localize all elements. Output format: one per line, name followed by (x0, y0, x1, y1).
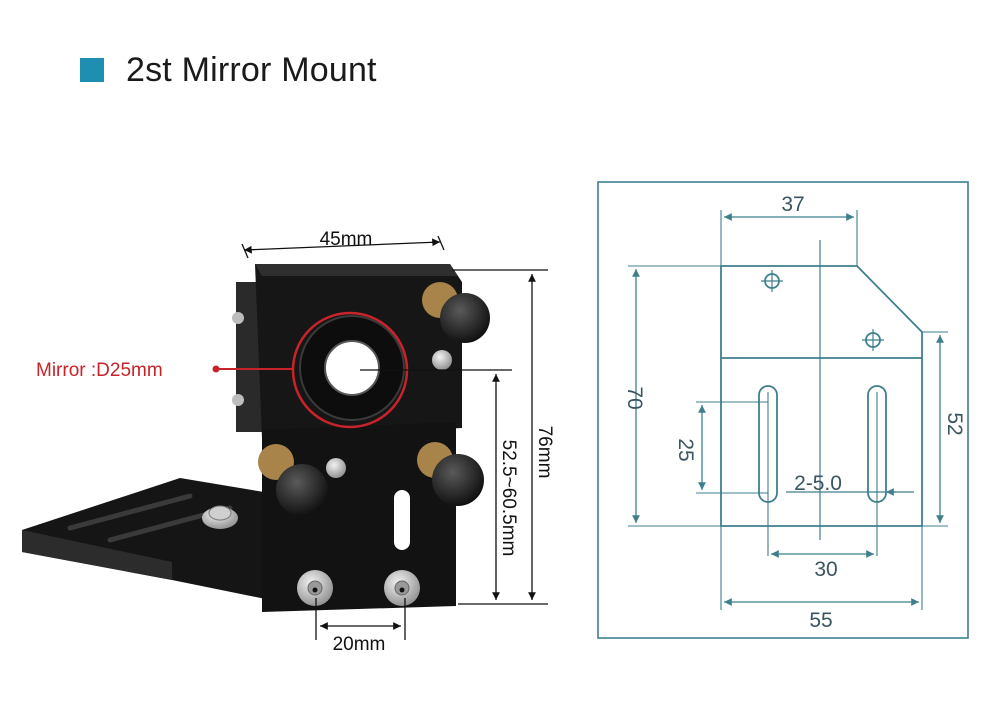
lower-plate-slot (394, 490, 410, 550)
screw-spacing-label: 20mm (333, 634, 386, 655)
width-label: 45mm (320, 229, 373, 250)
title-text: 2st Mirror Mount (126, 50, 377, 89)
mirror-aperture (299, 315, 405, 421)
technical-drawing: 37 70 52 25 2-5.0 30 55 (597, 181, 969, 639)
side-screw-1 (232, 312, 244, 324)
mount-screw-left (297, 570, 333, 606)
side-screw-2 (232, 394, 244, 406)
mount-hole-2 (862, 329, 884, 351)
mirror-label: Mirror :D25mm (36, 360, 163, 381)
base-hex-screw (202, 505, 238, 529)
mount-screw-right (384, 570, 420, 606)
base-plate-edge (22, 530, 172, 580)
mount-hole-1 (761, 270, 783, 292)
width-dim-line (243, 238, 441, 254)
mirror-block-top (255, 264, 458, 276)
hex-screw-1 (432, 350, 452, 370)
adjust-knob-top (422, 282, 490, 343)
slot-spec-label: 2-5.0 (794, 472, 842, 495)
height-label: 76mm (534, 426, 555, 479)
part-outline (720, 265, 923, 527)
mirror-leader-dot (212, 365, 220, 373)
adjust-knob-mid (417, 442, 484, 506)
title-square-icon (80, 58, 104, 82)
left-height-label: 70 (623, 386, 646, 409)
mirror-mount-photo (22, 264, 490, 612)
base-width-label: 55 (809, 609, 832, 632)
photo-dimensions: 45mm Mirror :D25mm 76mm 52.5~60.5mm 20mm (36, 229, 555, 655)
slot-spacing-label: 30 (814, 558, 837, 581)
top-width-label: 37 (781, 193, 804, 216)
hex-screw-2 (326, 458, 346, 478)
right-height-label: 52 (943, 412, 966, 435)
drawing-frame (597, 181, 969, 639)
slot-length-label: 25 (674, 438, 697, 461)
center-range-label: 52.5~60.5mm (498, 440, 519, 557)
page-title: 2st Mirror Mount (80, 48, 377, 92)
base-slot-1 (67, 493, 193, 531)
adjust-knob-left (258, 444, 328, 516)
